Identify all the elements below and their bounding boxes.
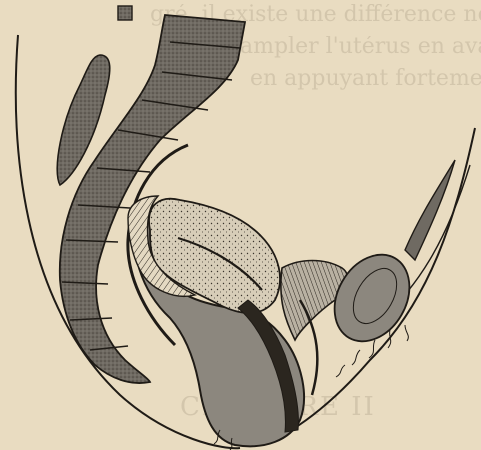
- pubic-bone-spike: [405, 160, 455, 260]
- top-vertebra-block: [118, 6, 132, 20]
